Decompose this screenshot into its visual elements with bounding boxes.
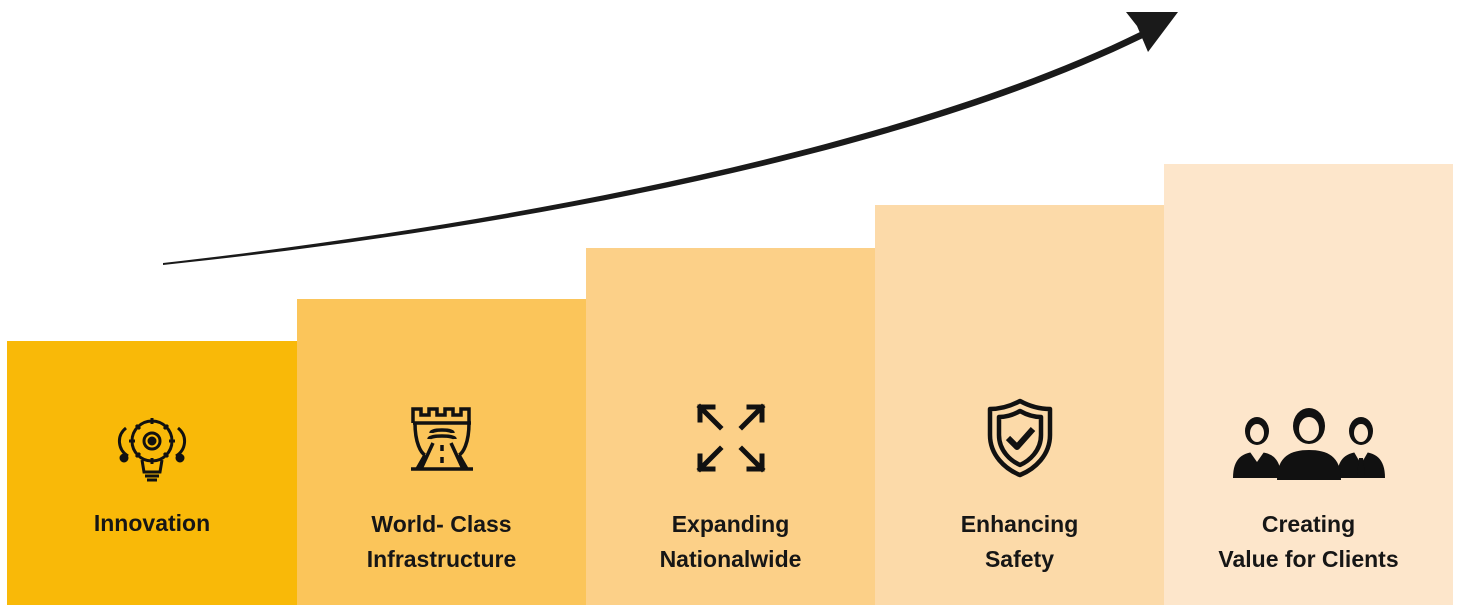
step-enhancing-safety: Enhancing Safety <box>875 205 1164 605</box>
step-label: Innovation <box>7 506 297 541</box>
expand-arrows-icon <box>586 403 875 473</box>
shield-check-icon <box>875 397 1164 479</box>
step-label: Expanding Nationalwide <box>586 507 875 577</box>
step-label-line: Expanding <box>671 511 790 537</box>
people-group-icon <box>1164 404 1453 480</box>
step-label-line: Infrastructure <box>366 546 517 572</box>
step-label-line: Enhancing <box>960 511 1079 537</box>
step-label-line: Safety <box>984 546 1055 572</box>
step-label-line: Nationalwide <box>659 546 802 572</box>
step-world-class-infrastructure: World- Class Infrastructure <box>297 299 586 605</box>
growth-arrow <box>163 12 1178 265</box>
step-label: Creating Value for Clients <box>1164 507 1453 577</box>
step-label-line: Value for Clients <box>1218 546 1399 572</box>
step-label: World- Class Infrastructure <box>297 507 586 577</box>
road-gate-icon <box>297 403 586 473</box>
step-innovation: Innovation <box>7 341 297 605</box>
growth-arrow-head <box>1126 12 1178 52</box>
step-creating-value-for-clients: Creating Value for Clients <box>1164 164 1453 605</box>
step-label-line: World- Class <box>371 511 512 537</box>
lightbulb-gear-icon <box>7 408 297 488</box>
step-label-line: Innovation <box>93 510 211 536</box>
step-expanding-nationalwide: Expanding Nationalwide <box>586 248 875 605</box>
step-label: Enhancing Safety <box>875 507 1164 577</box>
step-label-line: Creating <box>1261 511 1356 537</box>
